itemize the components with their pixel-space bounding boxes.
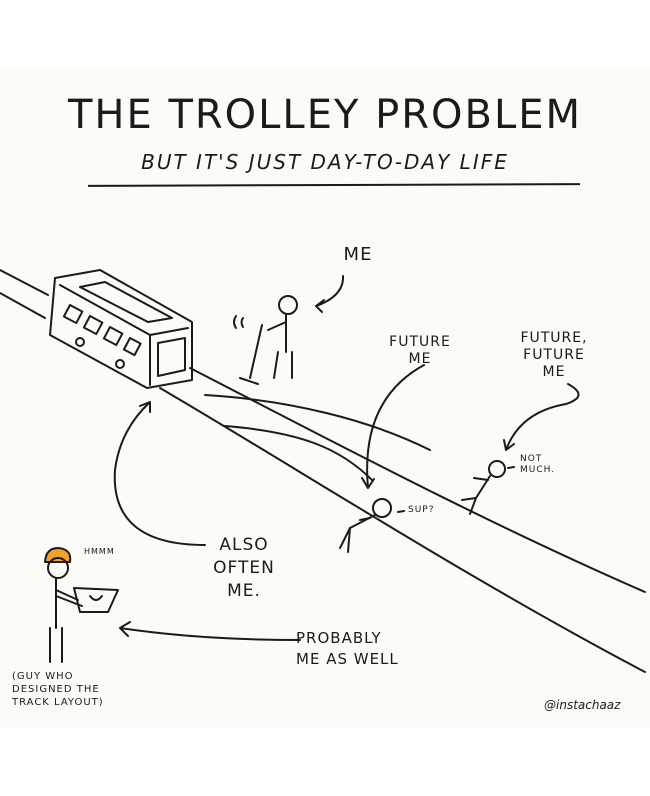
label-also-often-me: ALSO OFTEN ME. <box>213 535 275 601</box>
arrow-future-me <box>361 364 425 489</box>
comic-panel <box>0 70 650 728</box>
arrow-future-future-me <box>503 383 580 451</box>
branch-rail-upper <box>204 394 431 451</box>
branch-rail-lower <box>224 425 373 481</box>
label-future-future-me: FUTURE, FUTURE ME <box>520 330 588 380</box>
trolley <box>49 269 193 389</box>
comic-subtitle: BUT IT'S JUST DAY-TO-DAY LIFE <box>141 150 509 174</box>
arrow-me <box>315 275 345 313</box>
speech-not-much: NOT MUCH. <box>520 454 556 475</box>
speech-sup: SUP? <box>408 505 435 515</box>
caption-track-designer: (GUY WHO DESIGNED THE TRACK LAYOUT) <box>12 671 104 708</box>
designer-person <box>44 547 119 663</box>
label-me: ME <box>343 244 373 265</box>
arrow-also-often-me <box>113 401 206 546</box>
lever-person <box>233 295 298 385</box>
arrow-probably-me <box>119 621 301 641</box>
comic-title: THE TROLLEY PROBLEM <box>67 92 583 138</box>
label-future-me: FUTURE ME <box>389 334 451 367</box>
future-future-me-person <box>461 460 506 515</box>
speech-hmmm: HMMM <box>84 547 115 556</box>
future-me-person <box>339 498 392 553</box>
credit-handle: @instachaaz <box>544 698 621 712</box>
rail-upper <box>0 269 646 593</box>
rail-lower <box>0 292 646 673</box>
label-probably-me: PROBABLY ME AS WELL <box>296 629 399 668</box>
